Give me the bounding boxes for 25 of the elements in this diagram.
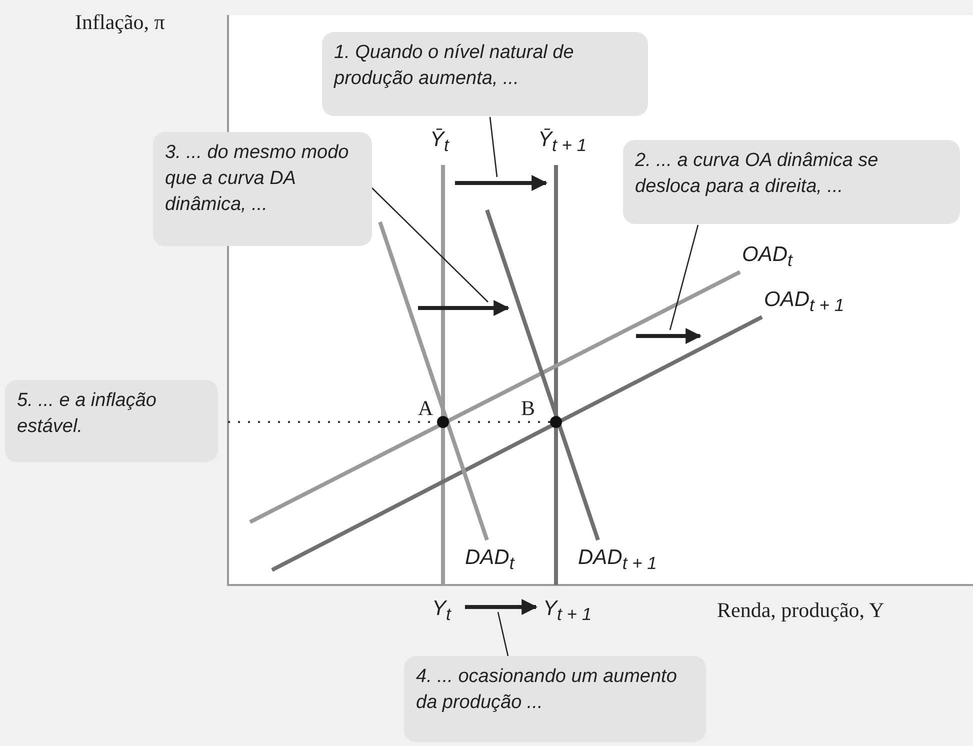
curve-label: DAD$_{t + 1}$ [578,546,657,576]
point-label: A [418,396,434,420]
curve-label: OAD$_{t + 1}$ [764,288,844,318]
leader-line [372,188,488,302]
shift-arrow [636,328,702,344]
callout-note: 2. ... a curva OA dinâmica se desloca para a direita, ... [623,140,960,224]
callout-note: 3. ... do mesmo modo que a curva DA dinâmica, ... [153,132,372,246]
callout-note: 5. ... e a inflação estável. [5,380,218,462]
callout-note: 1. Quando o nível natural de produção aumenta, ... [322,32,648,116]
shift-arrow [455,175,548,191]
leader-line [497,612,509,656]
curve-label: OAD$_{t}$ [742,243,792,272]
axis-label: Inflação, π [75,10,165,34]
shift-arrow [465,599,538,615]
curve-label: DAD$_{t}$ [465,546,514,576]
tick-label: Y$_{t + 1}$ [543,597,592,626]
leader-line [489,116,498,178]
tick-label: Y$_{t}$ [432,597,451,626]
callout-note: 4. ... ocasionando um aumento da produção ... [404,656,706,742]
line-label: Ȳ$_{t}$ [430,128,449,158]
leader-line [669,224,699,330]
point-label: B [521,396,536,420]
axis-label: Renda, produção, Y [717,598,884,622]
line-label: Ȳ$_{t + 1}$ [538,128,587,158]
shift-arrow [418,300,510,316]
